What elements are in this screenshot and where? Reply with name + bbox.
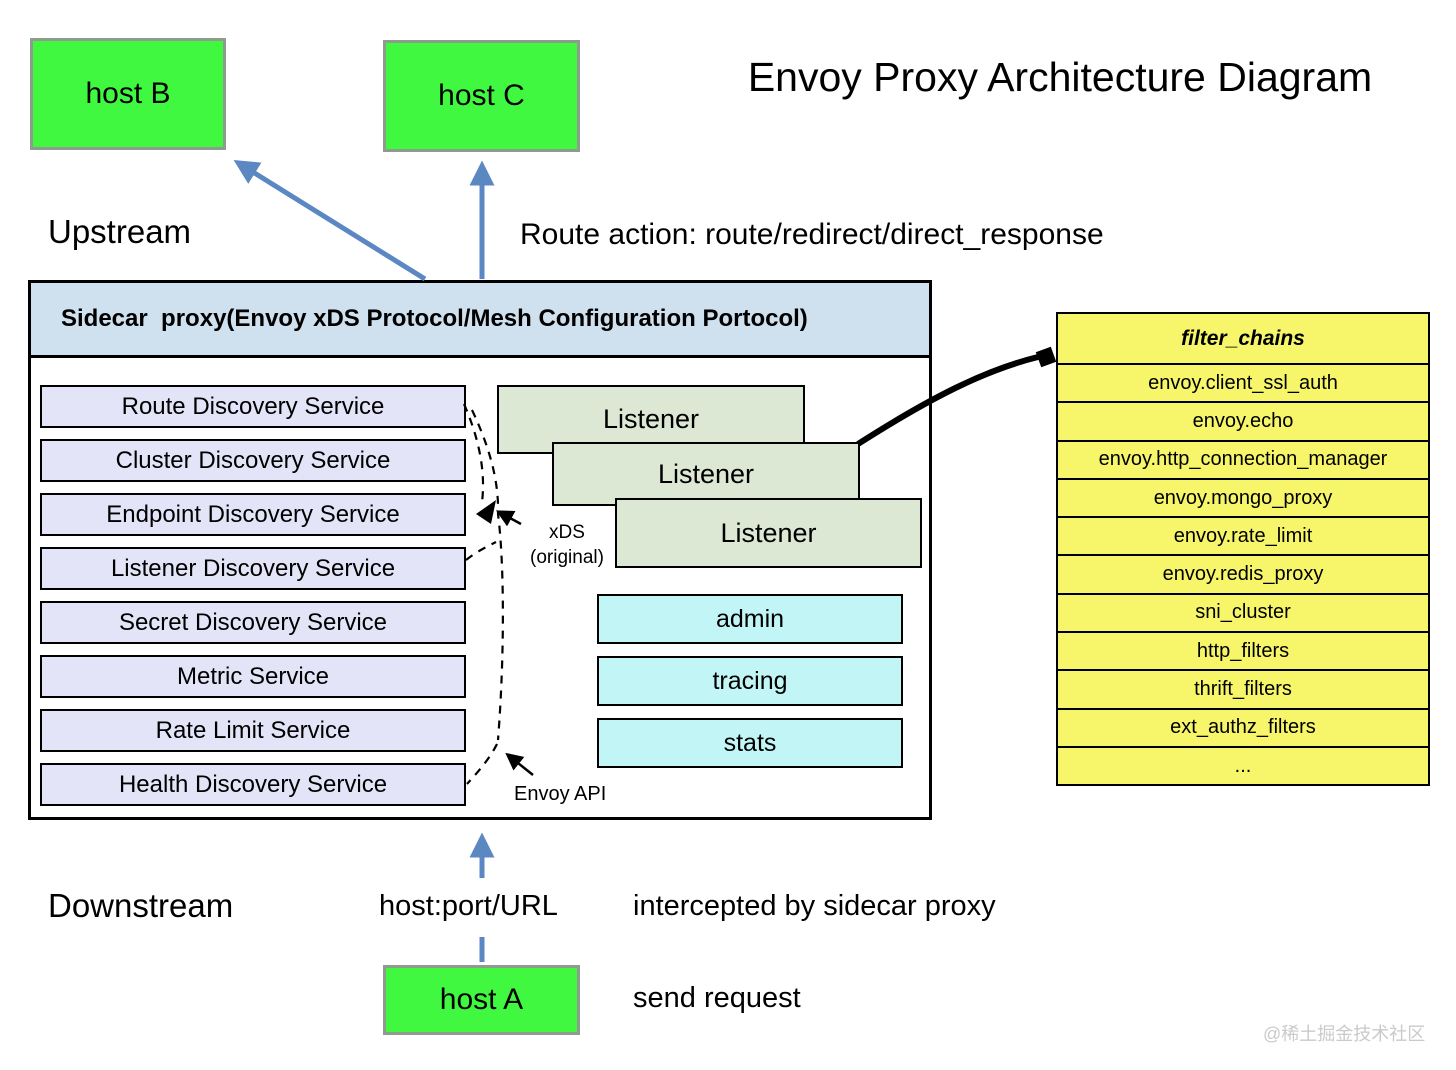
discovery-service-box: Endpoint Discovery Service (40, 493, 466, 536)
discovery-service-box: Rate Limit Service (40, 709, 466, 752)
discovery-services-list: Route Discovery Service Cluster Discover… (40, 385, 466, 806)
discovery-service-box: Secret Discovery Service (40, 601, 466, 644)
listener-label: Listener (657, 458, 755, 489)
host-c-box: host C (383, 40, 580, 152)
page-title: Envoy Proxy Architecture Diagram (747, 54, 1373, 100)
discovery-service-label: Listener Discovery Service (110, 554, 396, 582)
intercepted-label: intercepted by sidecar proxy (633, 890, 996, 922)
component-box: stats (597, 718, 903, 768)
filter-chain-row: http_filters (1058, 631, 1428, 669)
components-list: admin tracing stats (597, 594, 903, 768)
component-box: admin (597, 594, 903, 644)
send-request-label: send request (633, 982, 801, 1014)
discovery-service-label: Endpoint Discovery Service (106, 500, 400, 528)
filter-chain-label: envoy.echo (1192, 409, 1294, 432)
discovery-service-label: Route Discovery Service (121, 392, 385, 420)
filter-chain-label: sni_cluster (1195, 601, 1291, 624)
envoy-api-label: Envoy API (514, 783, 607, 805)
host-b-label: host B (85, 77, 171, 110)
filter-chain-label: envoy.http_connection_manager (1098, 448, 1388, 471)
filter-chain-row: sni_cluster (1058, 592, 1428, 631)
filter-chains-header: filter_chains (1181, 326, 1305, 350)
filter-chain-row: ... (1058, 745, 1428, 784)
curve-endpoint-square-icon (1035, 346, 1057, 368)
listener-box-3: Listener (615, 498, 922, 568)
filter-chain-label: envoy.rate_limit (1173, 524, 1313, 547)
filter-chain-row: ext_authz_filters (1058, 707, 1428, 746)
upstream-label: Upstream (48, 213, 192, 250)
host-b-box: host B (30, 38, 226, 150)
discovery-service-label: Health Discovery Service (118, 770, 388, 798)
discovery-service-box: Metric Service (40, 655, 466, 698)
component-label: admin (715, 604, 785, 633)
filter-chain-label: ext_authz_filters (1170, 716, 1316, 739)
filter-chain-label: envoy.redis_proxy (1162, 563, 1324, 586)
arrow-to-host-b-icon (233, 160, 427, 282)
discovery-service-box: Cluster Discovery Service (40, 439, 466, 482)
filter-chain-row: envoy.rate_limit (1058, 516, 1428, 554)
filter-chain-label: envoy.client_ssl_auth (1148, 371, 1338, 394)
discovery-service-box: Listener Discovery Service (40, 547, 466, 590)
filter-chain-row: envoy.mongo_proxy (1058, 477, 1428, 516)
discovery-service-label: Metric Service (176, 662, 330, 690)
component-label: stats (723, 728, 777, 757)
listener-label: Listener (602, 404, 700, 434)
discovery-service-box: Health Discovery Service (40, 763, 466, 806)
listener-box-2: Listener (552, 442, 860, 506)
filter-chain-row: envoy.echo (1058, 401, 1428, 439)
component-box: tracing (597, 656, 903, 706)
filter-chain-row: envoy.http_connection_manager (1058, 439, 1428, 478)
filter-chains-box: filter_chains envoy.client_ssl_auth envo… (1056, 312, 1430, 787)
host-c-label: host C (438, 79, 525, 112)
xds-label-line1: xDS (549, 522, 585, 543)
host-port-url-label: host:port/URL (379, 890, 558, 922)
sidecar-proxy-header: Sidecar proxy(Envoy xDS Protocol/Mesh Co… (31, 283, 929, 358)
filter-chain-label: thrift_filters (1194, 678, 1292, 701)
filter-chain-label: envoy.mongo_proxy (1153, 486, 1333, 509)
discovery-service-label: Rate Limit Service (155, 716, 351, 744)
discovery-service-label: Secret Discovery Service (118, 608, 388, 636)
watermark: @稀土掘金技术社区 (1263, 1024, 1426, 1044)
route-action-label: Route action: route/redirect/direct_resp… (520, 218, 1104, 251)
host-a-label: host A (439, 983, 524, 1016)
filter-chain-row: envoy.redis_proxy (1058, 554, 1428, 592)
downstream-label: Downstream (48, 887, 234, 924)
listener-label: Listener (720, 517, 817, 548)
xds-original-label: xDS (original) (519, 520, 615, 570)
filter-chain-label: http_filters (1196, 639, 1290, 662)
discovery-service-label: Cluster Discovery Service (115, 446, 391, 474)
host-a-box: host A (383, 965, 580, 1035)
filter-chains-rows: envoy.client_ssl_auth envoy.echo envoy.h… (1058, 363, 1428, 784)
discovery-service-box: Route Discovery Service (40, 385, 466, 428)
xds-label-line2: (original) (530, 547, 604, 569)
component-label: tracing (712, 666, 788, 695)
filter-chain-row: envoy.client_ssl_auth (1058, 363, 1428, 401)
filter-chain-row: thrift_filters (1058, 669, 1428, 707)
filter-chain-label: ... (1234, 754, 1252, 777)
